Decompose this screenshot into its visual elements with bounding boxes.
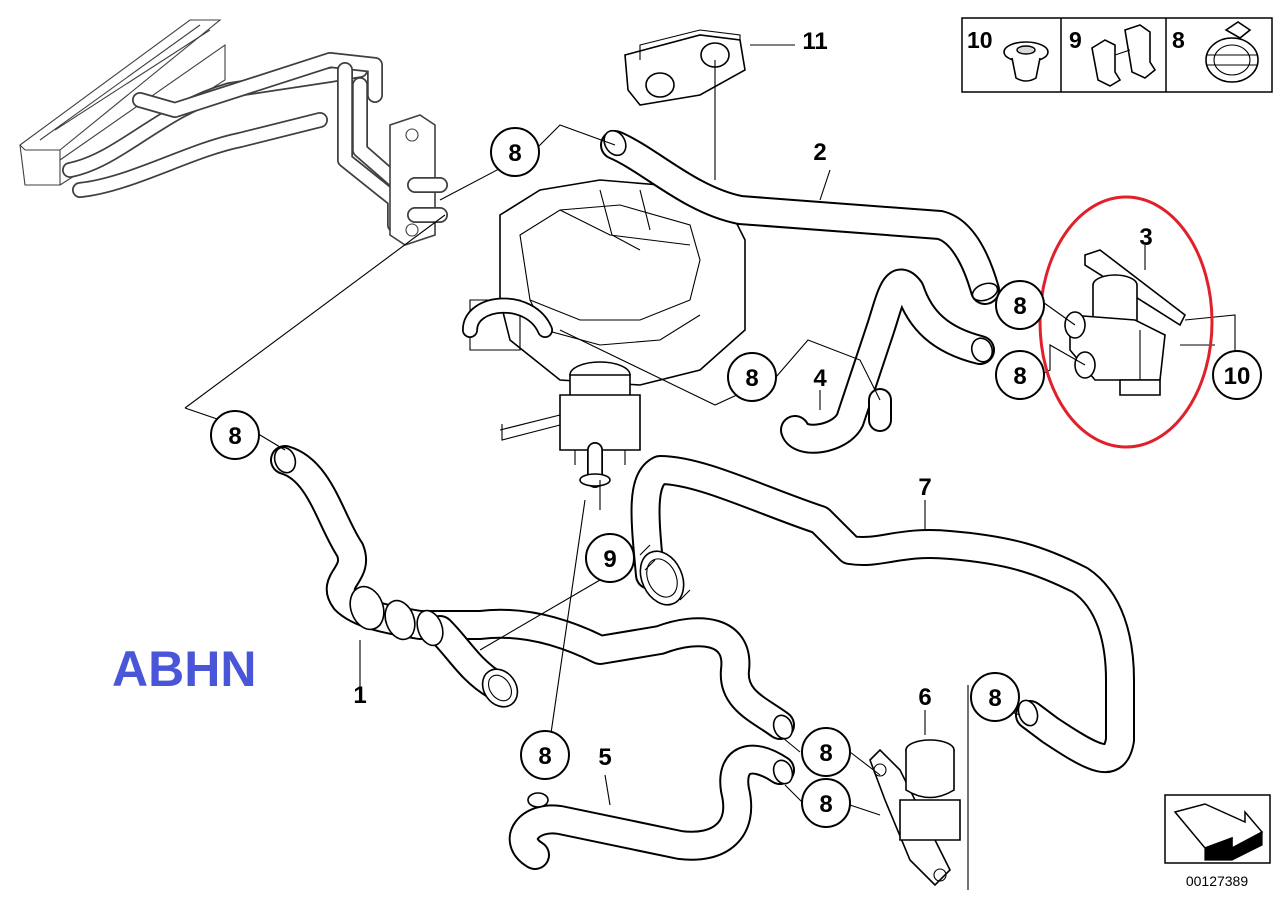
svg-text:8: 8 [1013,363,1026,390]
svg-text:9: 9 [1069,27,1082,53]
grommet-icon [1003,41,1049,82]
part-label-3: 3 [1139,224,1152,251]
hose-5 [508,744,795,870]
callout-8: 8 [801,727,851,777]
hose-4 [780,268,995,454]
callout-8: 8 [490,127,540,177]
hose-1 [270,445,795,740]
highlight-ellipse [1038,195,1214,449]
callout-8: 8 [727,352,777,402]
hose-clip-icon [1091,24,1157,87]
overlay-code: ABHN [112,641,256,697]
callout-8: 8 [995,350,1045,400]
orientation-arrow-box [1164,794,1271,864]
direction-arrow-icon [1173,803,1264,861]
callout-8: 8 [520,730,570,780]
diagram-number: 00127389 [1186,873,1249,889]
heater-core-assembly [19,19,448,246]
svg-text:8: 8 [819,740,832,767]
callout-10: 10 [1212,350,1262,400]
part-label-11: 11 [802,28,827,55]
legend-item-8: 8 [1172,21,1259,83]
svg-text:8: 8 [228,423,241,450]
legend-item-9: 9 [1069,24,1157,87]
hose-2 [600,129,1000,305]
legend-item-10: 10 [967,27,1049,82]
spring-clamp-icon [1205,21,1259,83]
valve-assembly-3 [1064,249,1187,396]
svg-text:8: 8 [1013,293,1026,320]
part-labels: 1 2 3 4 5 6 7 11 [353,28,1152,771]
svg-text:8: 8 [819,791,832,818]
callout-8: 8 [970,672,1020,722]
svg-text:8: 8 [538,743,551,770]
svg-text:8: 8 [745,365,758,392]
callouts: 8 8 8 10 8 8 9 8 [210,127,1262,828]
part-label-5: 5 [598,744,611,771]
svg-text:10: 10 [967,27,993,53]
svg-text:10: 10 [1224,363,1251,390]
auxiliary-heater-unit [462,179,746,488]
part-label-4: 4 [813,365,827,392]
svg-text:9: 9 [603,546,616,573]
svg-text:8: 8 [988,685,1001,712]
hose-7 [630,455,1135,773]
callout-9: 9 [585,533,635,583]
callout-8: 8 [995,280,1045,330]
part-label-7: 7 [918,474,931,501]
valve-assembly-6 [869,739,961,887]
part-label-2: 2 [813,139,826,166]
callout-8: 8 [210,410,260,460]
svg-text:8: 8 [1172,27,1185,53]
part-label-6: 6 [918,684,931,711]
callout-8: 8 [801,778,851,828]
part-label-1: 1 [353,682,366,709]
hose-clip-9 [639,544,691,606]
parts-legend: 10 9 8 [961,17,1273,93]
svg-text:8: 8 [508,140,521,167]
bracket-11 [624,29,746,106]
